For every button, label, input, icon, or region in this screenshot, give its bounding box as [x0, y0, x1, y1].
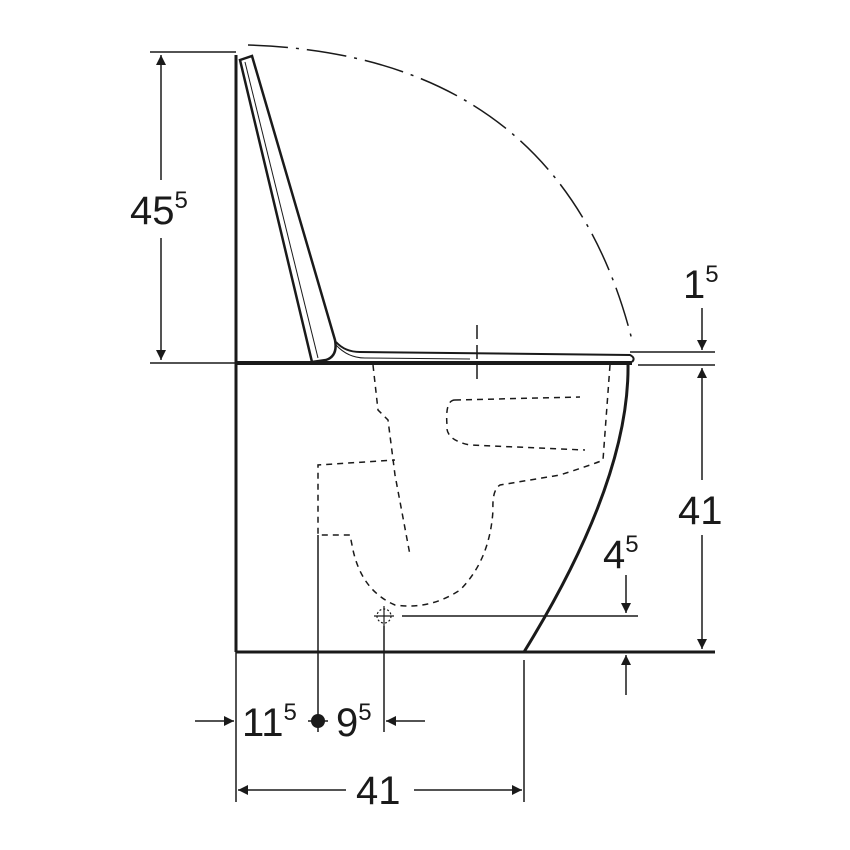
- svg-text:95: 95: [336, 699, 372, 745]
- dim-projection: 41: [238, 769, 522, 813]
- dim-1-main: 1: [683, 263, 705, 307]
- bowl-profile: [522, 362, 630, 653]
- dim-seat-open-height: 455: [130, 51, 236, 364]
- dim-41-height: 41: [678, 489, 723, 533]
- svg-text:15: 15: [683, 261, 719, 307]
- dim-bowl-height: 41: [678, 368, 723, 649]
- dim-seat-thickness: 15: [630, 261, 719, 366]
- dim-outlet-offset: 95: [336, 699, 425, 745]
- dim-9-sup: 5: [358, 699, 371, 726]
- outlet-center-mark: [374, 606, 394, 626]
- dim-1-sup: 5: [705, 261, 718, 288]
- svg-text:45: 45: [603, 531, 639, 577]
- dim-45-sup: 5: [175, 187, 188, 214]
- dim-11-main: 11: [242, 701, 284, 745]
- dim-45-main: 45: [130, 189, 175, 233]
- dim-41-projection: 41: [356, 769, 401, 813]
- svg-text:115: 115: [242, 699, 297, 745]
- lid-swing-arc: [247, 44, 633, 341]
- dim-9-main: 9: [336, 701, 358, 745]
- svg-text:455: 455: [130, 187, 188, 233]
- dim-bottom-extension-lines: [235, 535, 525, 802]
- dim-4-sup: 5: [625, 531, 638, 558]
- dim-11-sup: 5: [284, 699, 297, 726]
- seat: [236, 341, 635, 365]
- seat-lid-open: [238, 54, 337, 364]
- dim-wall-to-outlet: 115: [195, 699, 328, 745]
- dim-4-main: 4: [603, 533, 625, 577]
- hidden-lines: [317, 364, 611, 607]
- dim-outlet-height: 45: [603, 531, 639, 695]
